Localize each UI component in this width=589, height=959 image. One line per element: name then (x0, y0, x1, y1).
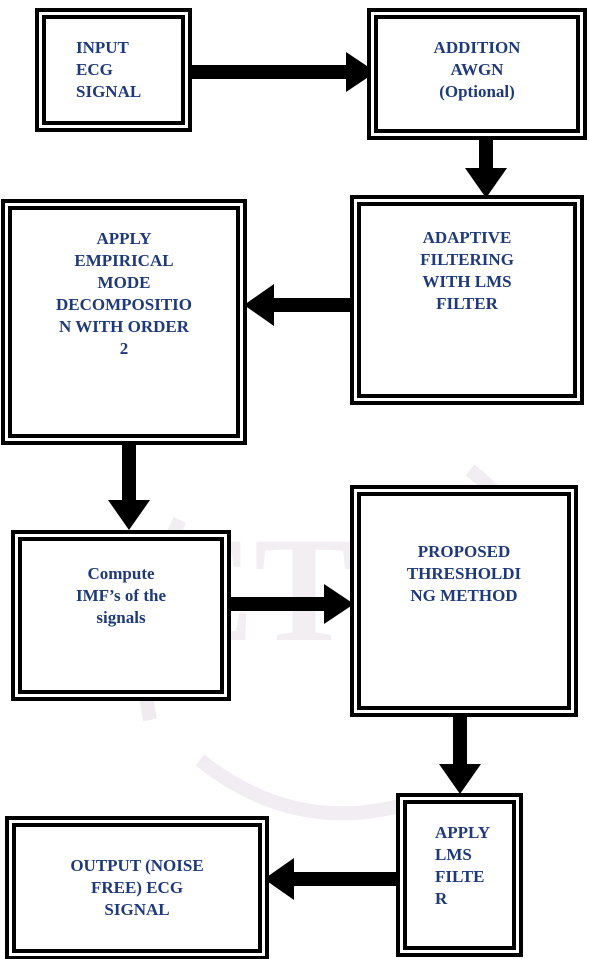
node-output-ecg: OUTPUT (NOISE FREE) ECG SIGNAL (12, 823, 262, 953)
node-apply-emd: APPLY EMPIRICAL MODE DECOMPOSITIO N WITH… (8, 206, 240, 438)
arrow-input-to-awgn (186, 65, 348, 79)
node-input-ecg-label: INPUT ECG SIGNAL (76, 38, 142, 101)
node-adaptive-filtering: ADAPTIVE FILTERING WITH LMS FILTER (357, 202, 577, 398)
arrow-awgn-to-adaptive (479, 134, 493, 170)
arrow-adaptive-to-emd (272, 298, 354, 312)
node-proposed-thresholding-label: PROPOSED THRESHOLDI NG METHOD (406, 542, 522, 605)
node-compute-imf-label: Compute IMF’s of the signals (75, 564, 166, 627)
node-apply-lms: APPLY LMS FILTE R (403, 800, 516, 950)
node-addition-awgn-label: ADDITION AWGN (Optional) (433, 38, 521, 101)
node-addition-awgn: ADDITION AWGN (Optional) (374, 15, 580, 133)
node-apply-lms-label: APPLY LMS FILTE R (435, 823, 491, 908)
arrow-threshold-to-lms (453, 710, 467, 766)
node-output-ecg-label: OUTPUT (NOISE FREE) ECG SIGNAL (70, 856, 204, 919)
node-input-ecg: INPUT ECG SIGNAL (42, 15, 185, 125)
node-adaptive-filtering-label: ADAPTIVE FILTERING WITH LMS FILTER (420, 228, 514, 313)
node-proposed-thresholding: PROPOSED THRESHOLDI NG METHOD (357, 492, 571, 710)
node-apply-emd-label: APPLY EMPIRICAL MODE DECOMPOSITIO N WITH… (55, 229, 193, 358)
arrow-lms-to-output (292, 872, 404, 886)
arrow-imf-to-threshold (226, 597, 326, 611)
node-compute-imf: Compute IMF’s of the signals (18, 537, 224, 694)
arrow-emd-to-imf (122, 440, 136, 502)
